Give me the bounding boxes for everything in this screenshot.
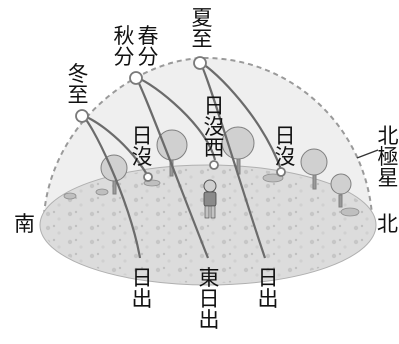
sunrise-label-left: 日 出 [131, 266, 153, 311]
ground-texture [42, 167, 374, 283]
tree [300, 148, 328, 190]
equinox-label-spring: 春 分 [137, 24, 159, 69]
horizon-stones [63, 173, 360, 217]
summer-solstice-label: 夏 至 [191, 6, 213, 51]
polaris-pointer [356, 149, 379, 159]
equinox-label-autumn: 秋 分 [113, 24, 135, 69]
sunset-west-label: 日 沒 西 [203, 94, 225, 160]
trees [100, 126, 352, 208]
equinox-sunset-marker [209, 160, 219, 170]
child-figure [203, 179, 217, 219]
equinox-sun-marker [129, 71, 143, 85]
tree [330, 173, 352, 208]
sunrise-label-right: 日 出 [257, 266, 279, 311]
north-label: 北 [377, 212, 398, 236]
tree [156, 129, 188, 177]
sunset-label-left: 日 沒 [131, 124, 153, 169]
sunset-label-right: 日 沒 [274, 124, 296, 169]
winter-sun-marker [75, 109, 89, 123]
winter-sunset-marker [143, 172, 153, 182]
sun-markers [75, 56, 286, 182]
winter-solstice-label: 冬 至 [67, 62, 89, 107]
south-label: 南 [14, 212, 35, 236]
sunrise-east-label: 東 日 出 [198, 266, 220, 332]
polaris-label: 北 極 星 [377, 124, 399, 190]
summer-sun-marker [193, 56, 207, 70]
summer-sunset-marker [276, 167, 286, 177]
